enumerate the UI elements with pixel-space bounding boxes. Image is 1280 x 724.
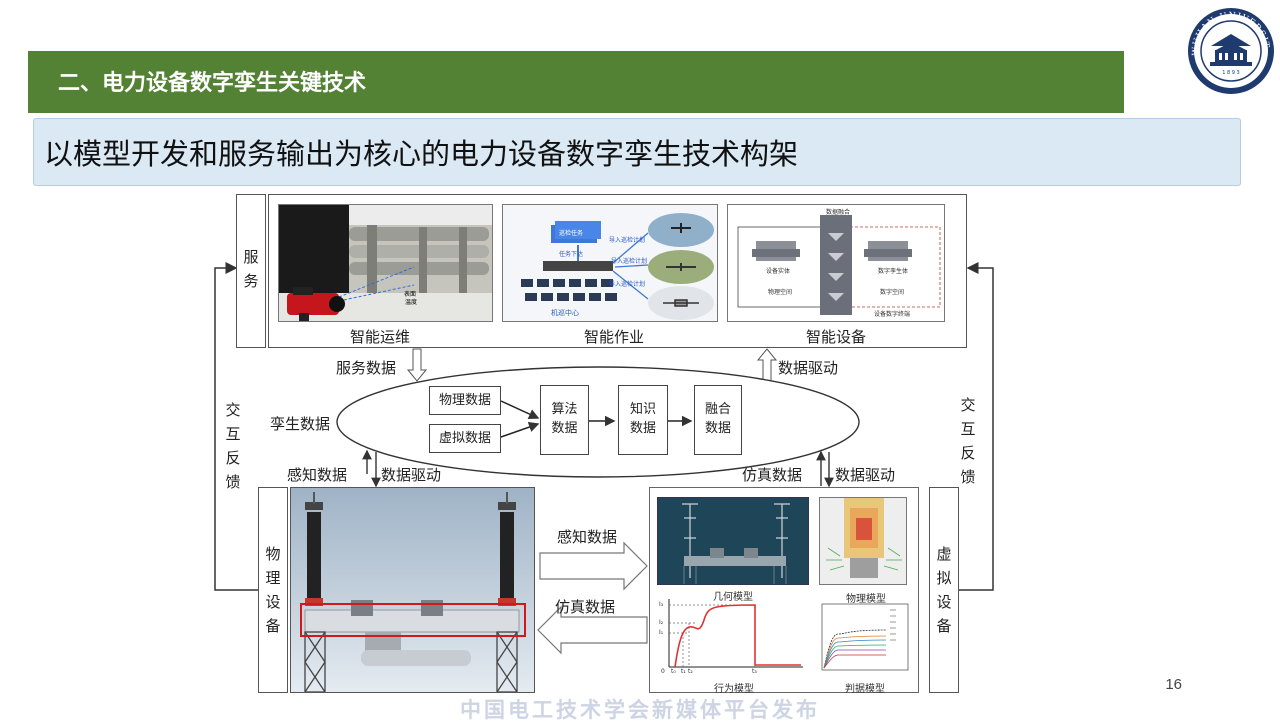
algorithm-data-text: 算法数据 xyxy=(551,402,578,436)
virtual-device-label-box: 虚拟设备 xyxy=(929,487,959,693)
maintenance-label-1: 表面 xyxy=(404,291,417,298)
behavior-model-caption: 行为模型 xyxy=(714,684,754,695)
interaction-feedback-left: 交互反馈 xyxy=(225,401,241,491)
behavior-tick-t1: t₁ xyxy=(681,668,686,675)
behavior-tick-0: 0 xyxy=(661,668,665,675)
smart-device-label-5: 数字空间 xyxy=(880,289,905,296)
data-drive-top-label: 数据驱动 xyxy=(778,359,839,377)
virtual-device-label: 虚拟设备 xyxy=(936,545,952,635)
operation-label-6: 机巡中心 xyxy=(551,309,579,317)
physical-data-box: 物理数据 xyxy=(429,386,501,415)
operation-image xyxy=(503,205,717,321)
smart-device-label-6: 设备数字终端 xyxy=(874,311,911,318)
behavior-model-chart xyxy=(668,599,803,668)
behavior-tick-t2: t₂ xyxy=(688,668,693,675)
geometry-model-image xyxy=(658,498,808,584)
panel-smart-operation: 巡检任务 任务下达 导入巡检计划 导入巡检计划 导入巡检计划 机巡中心 xyxy=(502,204,718,322)
fusion-data-box: 融合数据 xyxy=(694,385,742,455)
smart-device-label-1: 数据融合 xyxy=(826,209,851,216)
footer-watermark: 中国电工技术学会新媒体平台发布 xyxy=(460,697,820,722)
twin-data-label: 孪生数据 xyxy=(270,415,331,433)
panel-smart-device: 数据融合 设备实体 数字孪生体 物理空间 数字空间 设备数字终端 xyxy=(727,204,945,322)
behavior-model-panel: I₃ I₂ I₁ 0 t₀ t₁ t₂ t₃ xyxy=(655,593,807,679)
caption-smart-operation: 智能作业 xyxy=(584,328,645,346)
university-logo: WUHAN UNIVERSITY 1 8 9 3 xyxy=(1182,0,1276,96)
slide-subtitle: 以模型开发和服务输出为核心的电力设备数字孪生技术构架 xyxy=(33,118,1241,186)
physics-model-image xyxy=(820,498,906,584)
arrow-perception-label: 感知数据 xyxy=(557,528,618,546)
behavior-level-1: I₁ xyxy=(659,629,664,636)
physical-device-image xyxy=(291,488,534,692)
maintenance-image xyxy=(279,205,492,321)
operation-label-3: 导入巡检计划 xyxy=(609,237,646,244)
service-data-label: 服务数据 xyxy=(336,359,397,377)
rule-model-chart xyxy=(821,603,909,671)
fusion-data-text: 融合数据 xyxy=(704,402,731,436)
simulation-data-top-label: 仿真数据 xyxy=(742,466,803,484)
caption-smart-maintenance: 智能运维 xyxy=(350,328,411,346)
data-drive-left-label: 数据驱动 xyxy=(381,466,442,484)
knowledge-data-box: 知识数据 xyxy=(618,385,668,455)
caption-smart-device: 智能设备 xyxy=(806,328,867,346)
physics-model-panel xyxy=(819,497,907,585)
arrow-simulation-label: 仿真数据 xyxy=(555,598,616,616)
physics-model-caption: 物理模型 xyxy=(846,594,886,605)
logo-year: 1 8 9 3 xyxy=(1222,70,1240,76)
interaction-feedback-right: 交互反馈 xyxy=(960,396,976,486)
geometry-model-panel xyxy=(657,497,809,585)
page-number: 16 xyxy=(1165,676,1182,693)
service-label: 服务 xyxy=(243,248,259,290)
physical-device-label: 物理设备 xyxy=(265,545,281,635)
panel-smart-maintenance: 表面 温度 xyxy=(278,204,493,322)
rule-model-caption: 判据模型 xyxy=(845,684,885,695)
geometry-model-caption: 几何模型 xyxy=(713,592,753,603)
operation-label-2: 任务下达 xyxy=(559,251,584,258)
rule-model-panel xyxy=(816,600,912,678)
smart-device-label-2: 设备实体 xyxy=(766,268,791,275)
behavior-level-2: I₂ xyxy=(659,619,664,626)
data-drive-right-label: 数据驱动 xyxy=(835,466,896,484)
smart-device-label-3: 数字孪生体 xyxy=(878,268,909,275)
algorithm-data-box: 算法数据 xyxy=(540,385,589,455)
smart-device-image xyxy=(737,215,941,315)
maintenance-label-2: 温度 xyxy=(405,299,418,306)
behavior-tick-t3: t₃ xyxy=(752,668,757,675)
operation-label-4: 导入巡检计划 xyxy=(611,258,648,265)
physical-device-panel xyxy=(290,487,535,693)
smart-device-label-4: 物理空间 xyxy=(768,289,793,296)
virtual-data-box: 虚拟数据 xyxy=(429,424,501,453)
service-label-box: 服务 xyxy=(236,194,266,348)
operation-label-1: 巡检任务 xyxy=(559,230,584,237)
physical-device-label-box: 物理设备 xyxy=(258,487,288,693)
behavior-tick-t0: t₀ xyxy=(671,668,676,675)
knowledge-data-text: 知识数据 xyxy=(629,402,656,436)
behavior-level-3: I₃ xyxy=(659,601,664,608)
operation-label-5: 导入巡检计划 xyxy=(609,281,646,288)
perception-data-label: 感知数据 xyxy=(287,466,348,484)
section-title: 二、电力设备数字孪生关键技术 xyxy=(28,51,1124,113)
